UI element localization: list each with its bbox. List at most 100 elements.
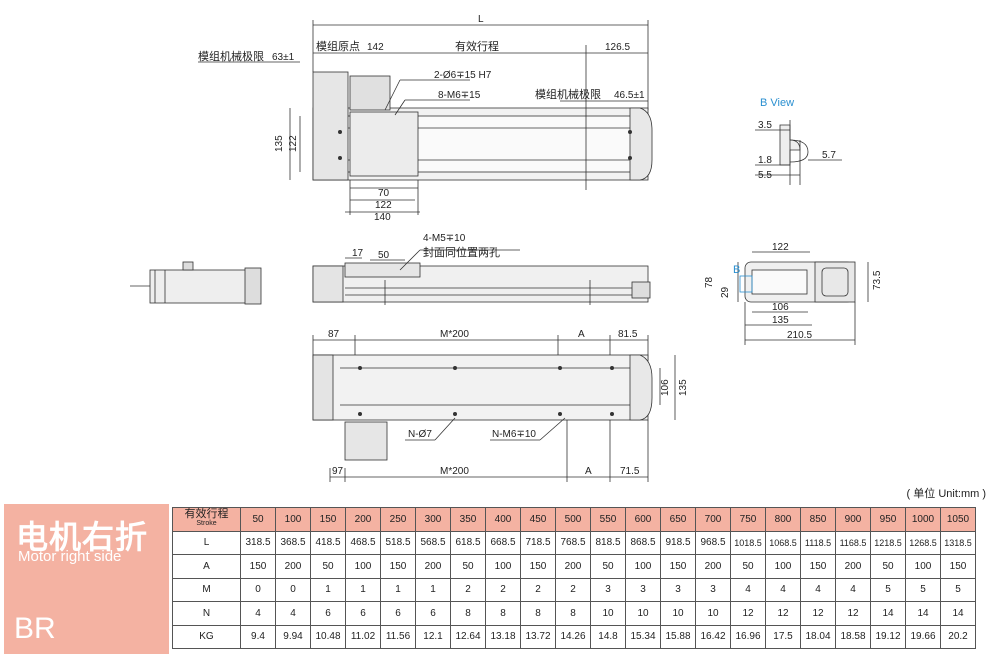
- bottom-note-no7: N-Ø7: [408, 429, 432, 440]
- table-cell: 4: [765, 577, 801, 602]
- table-cell: 200: [835, 554, 871, 579]
- table-cell: 568.5: [415, 530, 451, 555]
- table-cell: 10: [660, 601, 696, 626]
- table-cell: 50: [310, 554, 346, 579]
- bottom-note-nm6: N-M6∓10: [492, 429, 536, 440]
- table-cell: 14.8: [590, 624, 626, 649]
- stroke-header-cell: 700: [695, 507, 731, 532]
- side-code: BR: [14, 612, 56, 645]
- stroke-header-cell: 400: [485, 507, 521, 532]
- table-cell: 3: [695, 577, 731, 602]
- table-cell: 150: [520, 554, 556, 579]
- table-cell: 1318.5: [940, 530, 976, 555]
- table-cell: 868.5: [625, 530, 661, 555]
- stroke-header-cell: 200: [345, 507, 381, 532]
- table-cell: 6: [310, 601, 346, 626]
- row-label: M: [172, 577, 241, 602]
- table-cell: 100: [765, 554, 801, 579]
- table-cell: 9.4: [240, 624, 276, 649]
- side-dim-17: 17: [352, 248, 364, 259]
- bottom-dim-81-5: 81.5: [618, 329, 638, 340]
- table-cell: 1268.5: [905, 530, 941, 555]
- b-view-title: B View: [760, 97, 794, 109]
- table-cell: 100: [485, 554, 521, 579]
- row-label: A: [172, 554, 241, 579]
- table-cell: 4: [800, 577, 836, 602]
- table-cell: 1218.5: [870, 530, 906, 555]
- side-note-m5: 4-M5∓10: [423, 233, 466, 244]
- table-cell: 200: [555, 554, 591, 579]
- table-cell: 200: [275, 554, 311, 579]
- table-cell: 1: [380, 577, 416, 602]
- table-cell: 20.2: [940, 624, 976, 649]
- mech-limit-right-value: 46.5±1: [614, 90, 645, 101]
- table-cell: 318.5: [240, 530, 276, 555]
- stroke-header-cell: 250: [380, 507, 416, 532]
- table-cell: 1068.5: [765, 530, 801, 555]
- row-label: N: [172, 601, 241, 626]
- table-cell: 11.56: [380, 624, 416, 649]
- table-cell: 11.02: [345, 624, 381, 649]
- table-cell: 50: [870, 554, 906, 579]
- table-cell: 50: [450, 554, 486, 579]
- b-view-5-7: 5.7: [822, 150, 836, 161]
- technical-drawing: L 模组机械极限 63±1 模组原点 142 有效行程 126.5 2-Ø6∓1…: [130, 14, 883, 482]
- table-cell: 1: [345, 577, 381, 602]
- motor-end-view: [130, 261, 262, 305]
- table-cell: 4: [275, 601, 311, 626]
- end-dim-210-5: 210.5: [787, 330, 812, 341]
- stroke-header-cell: 300: [415, 507, 451, 532]
- table-cell: 10: [625, 601, 661, 626]
- b-view-3-5: 3.5: [758, 120, 772, 131]
- dim-70: 70: [378, 188, 390, 199]
- table-cell: 12: [765, 601, 801, 626]
- bottom-dim-135: 135: [678, 379, 689, 396]
- table-cell: 200: [415, 554, 451, 579]
- stroke-header-cell: 850: [800, 507, 836, 532]
- table-cell: 150: [380, 554, 416, 579]
- b-view-5-5: 5.5: [758, 170, 772, 181]
- table-cell: 15.88: [660, 624, 696, 649]
- bottom-A-top: A: [578, 329, 585, 340]
- dim-140: 140: [374, 212, 391, 223]
- header-label-en: Stroke: [196, 520, 217, 528]
- table-cell: 0: [275, 577, 311, 602]
- table-cell: 1: [415, 577, 451, 602]
- table-cell: 3: [660, 577, 696, 602]
- table-cell: 150: [660, 554, 696, 579]
- table-cell: 14.26: [555, 624, 591, 649]
- bottom-dim-71-5: 71.5: [620, 466, 640, 477]
- table-cell: 12.64: [450, 624, 486, 649]
- stroke-header-cell: 100: [275, 507, 311, 532]
- table-cell: 4: [835, 577, 871, 602]
- table-cell: 668.5: [485, 530, 521, 555]
- mech-limit-right-label: 模组机械极限: [535, 87, 601, 101]
- table-cell: 8: [450, 601, 486, 626]
- table-cell: 2: [485, 577, 521, 602]
- table-cell: 100: [905, 554, 941, 579]
- end-dim-29: 29: [720, 286, 731, 298]
- table-cell: 18.04: [800, 624, 836, 649]
- table-cell: 6: [415, 601, 451, 626]
- table-cell: 14: [905, 601, 941, 626]
- b-view-1-8: 1.8: [758, 155, 772, 166]
- table-cell: 4: [730, 577, 766, 602]
- table-cell: 19.66: [905, 624, 941, 649]
- stroke-header-cell: 900: [835, 507, 871, 532]
- side-title-en: Motor right side: [18, 548, 122, 565]
- stroke-header-cell: 150: [310, 507, 346, 532]
- origin-label: 模组原点: [316, 39, 360, 53]
- stroke-header-cell: 350: [450, 507, 486, 532]
- table-cell: 9.94: [275, 624, 311, 649]
- table-cell: 518.5: [380, 530, 416, 555]
- stroke-header-cell: 500: [555, 507, 591, 532]
- stroke-header-cell: 1000: [905, 507, 941, 532]
- dim-L: L: [478, 14, 484, 25]
- table-cell: 10: [590, 601, 626, 626]
- end-view: [737, 251, 869, 345]
- table-cell: 2: [450, 577, 486, 602]
